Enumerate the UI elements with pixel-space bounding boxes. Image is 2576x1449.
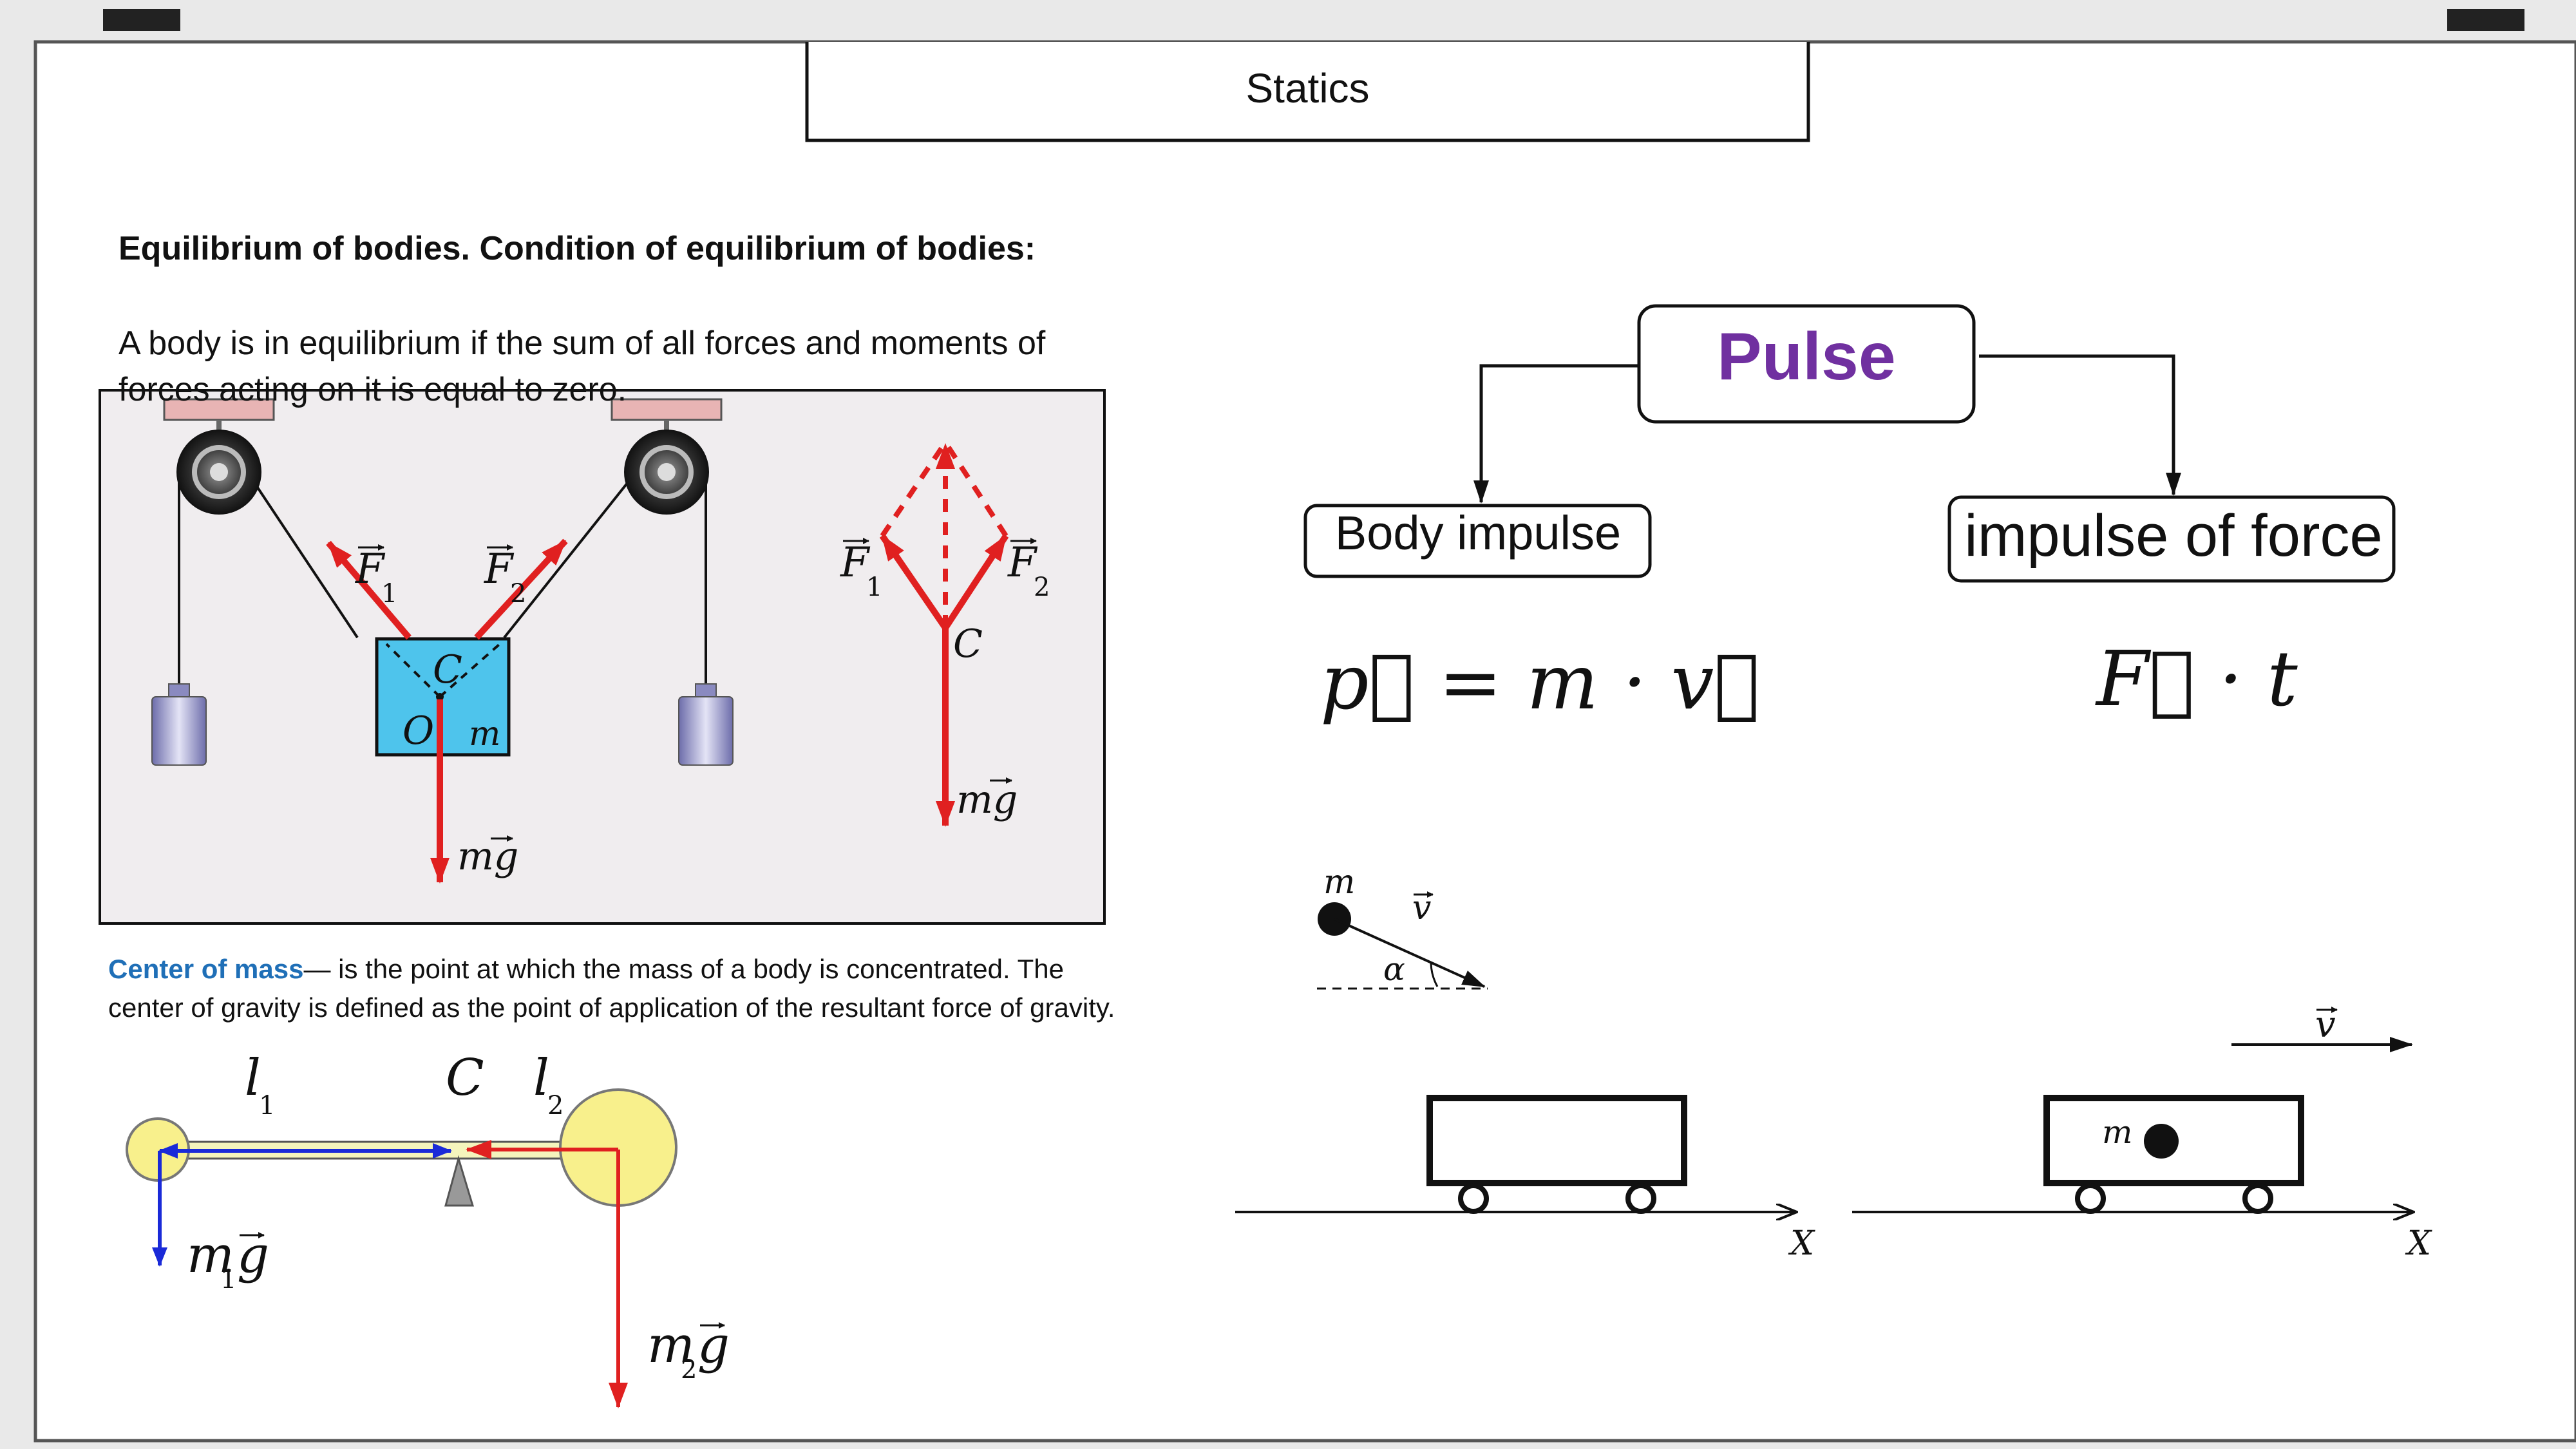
force-f2-arrow [474, 538, 568, 640]
l2-label: l [533, 1049, 549, 1107]
triangle-f1-arrow [879, 534, 949, 630]
cart-mass-label: m [2102, 1113, 2132, 1151]
pulley-panel [99, 389, 1106, 925]
axis-1-label: X [1788, 1224, 1815, 1263]
pulley-figure: F 1 F 2 F 1 F 2 C O m C mg mg [99, 389, 1106, 925]
ceiling-mount-right [611, 398, 723, 421]
f2-subscript: 2 [510, 579, 526, 609]
slide-title: Statics [1245, 65, 1370, 111]
pulse-box [1637, 304, 1976, 424]
triangle-f1-label: F [840, 539, 871, 587]
center-of-mass-term: Center of mass [108, 954, 304, 984]
triangle-weight-label: mg [956, 777, 1018, 822]
force-f1-arrow [326, 540, 412, 640]
section-heading: Equilibrium of bodies. Condition of equi… [118, 230, 1036, 267]
triangle-c-label: C [953, 621, 983, 667]
block-m-label: m [469, 715, 500, 753]
left-connector [1473, 364, 1639, 504]
f1-subscript: 1 [381, 579, 397, 609]
hanging-weight-left [151, 696, 207, 766]
f1-label: F [355, 545, 386, 593]
pivot-label: C [446, 1049, 484, 1107]
collision-figure: m v α X X v m [1235, 863, 2432, 1263]
f2-label: F [484, 545, 515, 593]
title-box [805, 42, 1810, 142]
ball-velocity-arrow [1334, 918, 1486, 988]
top-left-clip [103, 9, 180, 31]
l1-label: l [245, 1049, 261, 1107]
weight-label: mg [457, 834, 518, 879]
cart-ball [2144, 1124, 2179, 1159]
l1-subscript: 1 [259, 1091, 275, 1121]
top-right-clip [2447, 9, 2524, 31]
w2-subscript: 2 [681, 1355, 697, 1385]
equilibrium-text: A body is in equilibrium if the sum of a… [118, 325, 1046, 408]
ball-mass-label: m [1323, 863, 1355, 902]
lever-figure: l 1 C l 2 m 1 g m 2 g [90, 1037, 792, 1414]
momentum-formula: p⃗ = m · v⃗ [1320, 638, 1760, 726]
w1-m-label: m [187, 1226, 234, 1284]
triangle-f2-label: F [1007, 539, 1038, 587]
triangle-f1-subscript: 1 [866, 573, 882, 602]
body-impulse-label: Body impulse [1334, 506, 1622, 560]
w1-subscript: 1 [220, 1265, 236, 1294]
center-of-mass-paragraph: Center of mass— is the point at which th… [108, 950, 1122, 1027]
block-o-label: O [402, 708, 434, 753]
center-of-mass-text: — is the point at which the mass of a bo… [108, 954, 1115, 1023]
lever-pivot [444, 1155, 475, 1207]
impulse-of-force-box [1947, 495, 2396, 583]
ceiling-mount-left [163, 398, 275, 421]
right-connector [1979, 354, 2181, 496]
triangle-f2-subscript: 2 [1034, 573, 1050, 602]
impulse-of-force-label: impulse of force [1964, 503, 2383, 569]
body-impulse-box [1303, 504, 1652, 578]
cart-1 [1426, 1095, 1687, 1186]
l2-subscript: 2 [547, 1091, 564, 1121]
triangle-f2-arrow [942, 534, 1009, 630]
axis-2-label: X [2405, 1224, 2432, 1263]
w2-m-label: m [647, 1316, 695, 1374]
hanging-weight-right [678, 696, 734, 766]
angle-label: α [1383, 951, 1405, 988]
pulse-label: Pulse [1717, 319, 1896, 394]
force-impulse-formula: F⃗ · t [2096, 634, 2298, 723]
block-c-label: C [433, 647, 462, 692]
pulse-diagram [1303, 304, 2396, 583]
